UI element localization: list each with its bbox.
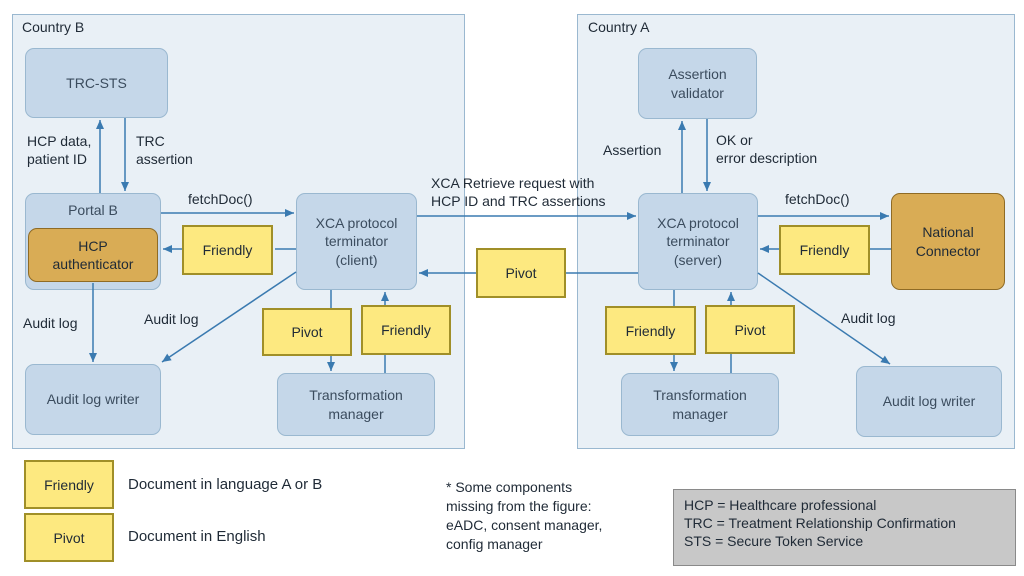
- legend-friendly-swatch: Friendly: [24, 460, 114, 509]
- friendly-doc-b: Friendly: [182, 225, 273, 275]
- xca-client-box: XCA protocol terminator (client): [296, 193, 417, 290]
- xca-server-box: XCA protocol terminator (server): [638, 193, 758, 290]
- pivot-doc-center: Pivot: [476, 248, 566, 298]
- label-audit-log-b2: Audit log: [144, 311, 199, 327]
- audit-log-writer-b-box: Audit log writer: [25, 364, 161, 435]
- legend-pivot-swatch: Pivot: [24, 513, 114, 562]
- trc-sts-box: TRC-STS: [25, 48, 168, 118]
- label-audit-log-a: Audit log: [841, 310, 896, 326]
- label-assertion: Assertion: [603, 142, 662, 158]
- label-fetchdoc-b: fetchDoc(): [188, 191, 253, 207]
- transformation-manager-b-box: Transformation manager: [277, 373, 435, 436]
- legend-friendly-desc: Document in language A or B: [128, 476, 323, 493]
- label-audit-log-b1: Audit log: [23, 315, 78, 331]
- country-b-label: Country B: [22, 19, 85, 35]
- portal-b-label: Portal B: [68, 202, 118, 218]
- friendly-doc-a2: Friendly: [605, 306, 696, 355]
- national-connector-box: National Connector: [891, 193, 1005, 290]
- footnote-missing-components: * Some components missing from the figur…: [446, 479, 603, 552]
- transformation-manager-a-box: Transformation manager: [621, 373, 779, 436]
- audit-log-writer-a-box: Audit log writer: [856, 366, 1002, 437]
- legend-pivot-desc: Document in English: [128, 528, 266, 545]
- label-xca-request: XCA Retrieve request with HCP ID and TRC…: [431, 175, 606, 210]
- label-ok-error: OK or error description: [716, 132, 818, 167]
- label-trc-assertion: TRC assertion: [136, 133, 193, 168]
- assertion-validator-box: Assertion validator: [638, 48, 757, 119]
- country-a-label: Country A: [588, 19, 650, 35]
- label-hcp-data: HCP data, patient ID: [27, 133, 92, 168]
- pivot-doc-b: Pivot: [262, 308, 352, 356]
- abbreviations-box: HCP = Healthcare professional TRC = Trea…: [673, 489, 1016, 566]
- pivot-doc-a: Pivot: [705, 305, 795, 354]
- friendly-doc-a: Friendly: [779, 225, 870, 275]
- hcp-authenticator-box: HCP authenticator: [28, 228, 158, 282]
- friendly-doc-b2: Friendly: [361, 305, 451, 355]
- label-fetchdoc-a: fetchDoc(): [785, 191, 850, 207]
